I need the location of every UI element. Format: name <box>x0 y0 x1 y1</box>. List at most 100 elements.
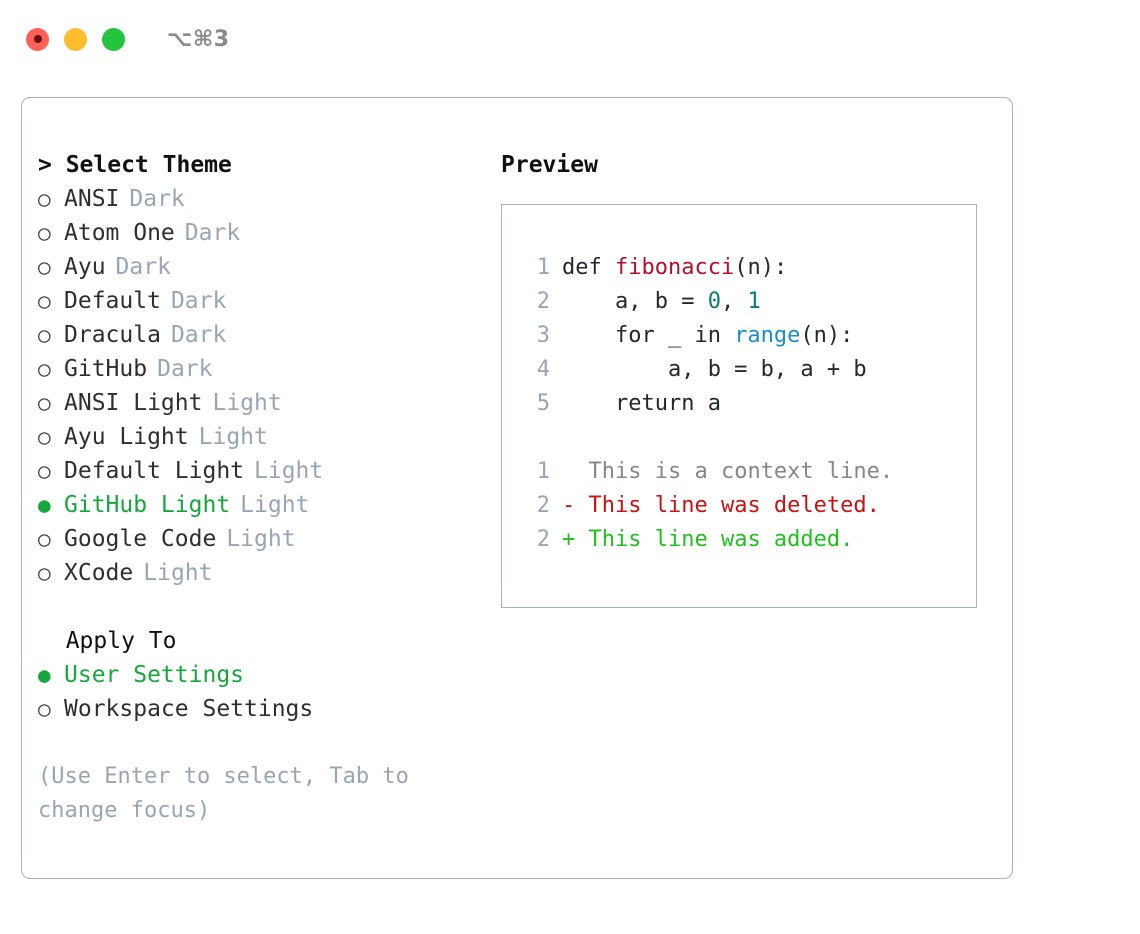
apply-option-label: Workspace Settings <box>64 696 314 722</box>
close-icon <box>33 35 42 43</box>
minimize-window-button[interactable] <box>64 27 87 51</box>
code-line: 2 a, b = 0, 1 <box>520 285 966 319</box>
theme-option-google-code[interactable]: ○ Google Code Light <box>38 522 488 556</box>
theme-option-dracula-dark[interactable]: ○ Dracula Dark <box>38 318 488 352</box>
theme-option-label: GitHub <box>64 356 148 382</box>
theme-option-variant: Dark <box>184 220 241 246</box>
diff-line-context: 1 This is a context line. <box>520 455 966 489</box>
theme-option-variant: Light <box>198 424 268 450</box>
main-panel: > Select Theme ○ ANSI Dark ○ Atom One Da… <box>21 97 1013 879</box>
radio-icon: ○ <box>38 425 51 449</box>
radio-icon: ○ <box>38 391 51 415</box>
radio-icon: ○ <box>38 221 51 245</box>
line-number: 5 <box>536 391 550 416</box>
code-sample: 1 def fibonacci(n): 2 a, b = 0, 1 3 for … <box>520 251 966 421</box>
theme-option-label: Default Light <box>64 458 245 484</box>
theme-option-label: ANSI Light <box>64 390 203 416</box>
theme-option-label: ANSI <box>64 186 120 212</box>
preview-code-box: 1 def fibonacci(n): 2 a, b = 0, 1 3 for … <box>501 204 977 608</box>
diff-line-deleted: 2 - This line was deleted. <box>520 489 966 523</box>
theme-selector-column: > Select Theme ○ ANSI Dark ○ Atom One Da… <box>38 148 488 828</box>
apply-option-label: User Settings <box>64 662 245 688</box>
theme-option-label: GitHub Light <box>64 492 231 518</box>
theme-option-atom-one-dark[interactable]: ○ Atom One Dark <box>38 216 488 250</box>
theme-option-label: XCode <box>64 560 134 586</box>
line-number: 1 <box>536 459 550 484</box>
line-number: 3 <box>536 323 550 348</box>
select-theme-heading: > Select Theme <box>38 152 232 178</box>
radio-icon: ○ <box>38 357 51 381</box>
theme-option-label: Dracula <box>64 322 161 348</box>
code-line: 4 a, b = b, a + b <box>520 353 966 387</box>
theme-option-variant: Light <box>143 560 213 586</box>
line-number: 4 <box>536 357 550 382</box>
radio-icon: ○ <box>38 561 51 585</box>
code-line-text: for _ in range(n): <box>562 323 854 348</box>
radio-icon: ○ <box>38 289 51 313</box>
diff-text: This line was added. <box>588 527 854 552</box>
diff-sample: 1 This is a context line. 2 - This line … <box>520 455 966 557</box>
keyboard-hint-text: (Use Enter to select, Tab to change focu… <box>38 764 409 823</box>
preview-content: 1 def fibonacci(n): 2 a, b = 0, 1 3 for … <box>520 251 966 557</box>
line-number: 2 <box>536 527 550 552</box>
theme-option-ansi-dark[interactable]: ○ ANSI Dark <box>38 182 488 216</box>
close-window-button[interactable] <box>26 27 49 51</box>
diff-text: This is a context line. <box>588 459 894 484</box>
apply-to-heading: Apply To <box>38 628 177 654</box>
theme-option-variant: Light <box>226 526 296 552</box>
window-controls <box>26 27 125 51</box>
line-number: 2 <box>536 289 550 314</box>
radio-icon: ○ <box>38 255 51 279</box>
line-number: 2 <box>536 493 550 518</box>
theme-option-variant: Light <box>240 492 310 518</box>
theme-option-variant: Dark <box>157 356 213 382</box>
list-spacer <box>38 590 488 624</box>
theme-option-label: Google Code <box>64 526 217 552</box>
code-line-text: a, b = 0, 1 <box>562 289 761 314</box>
radio-icon: ○ <box>38 187 51 211</box>
theme-option-variant: Dark <box>170 288 227 314</box>
radio-icon: ○ <box>38 527 51 551</box>
theme-list: ○ ANSI Dark ○ Atom One Dark ○ Ayu Dark <box>38 182 488 590</box>
theme-option-variant: Light <box>254 458 324 484</box>
preview-column: Preview 1 def fibonacci(n): 2 a, b = 0, … <box>501 148 1001 608</box>
theme-option-label: Ayu Light <box>64 424 189 450</box>
diff-text: This line was deleted. <box>588 493 880 518</box>
maximize-window-button[interactable] <box>102 27 125 51</box>
radio-selected-icon: ● <box>38 663 51 687</box>
theme-option-default-light[interactable]: ○ Default Light Light <box>38 454 488 488</box>
code-line-text: return a <box>562 391 721 416</box>
diff-marker: + <box>562 527 589 552</box>
radio-icon: ○ <box>38 323 51 347</box>
code-line: 3 for _ in range(n): <box>520 319 966 353</box>
theme-option-ayu-dark[interactable]: ○ Ayu Dark <box>38 250 488 284</box>
radio-selected-icon: ● <box>38 493 51 517</box>
diff-line-added: 2 + This line was added. <box>520 523 966 557</box>
theme-option-github-dark[interactable]: ○ GitHub Dark <box>38 352 488 386</box>
radio-icon: ○ <box>38 697 51 721</box>
apply-option-user-settings[interactable]: ● User Settings <box>38 658 488 692</box>
theme-option-github-light[interactable]: ● GitHub Light Light <box>38 488 488 522</box>
theme-option-label: Default <box>64 288 161 314</box>
code-line: 1 def fibonacci(n): <box>520 251 966 285</box>
code-line-text: a, b = b, a + b <box>562 357 867 382</box>
theme-option-variant: Light <box>212 390 282 416</box>
theme-option-label: Ayu <box>64 254 106 280</box>
theme-option-label: Atom One <box>64 220 175 246</box>
theme-option-ayu-light[interactable]: ○ Ayu Light Light <box>38 420 488 454</box>
theme-option-ansi-light[interactable]: ○ ANSI Light Light <box>38 386 488 420</box>
title-bar: ⌥⌘3 <box>0 0 1140 78</box>
keyboard-shortcut-label: ⌥⌘3 <box>167 26 230 52</box>
code-line-text: def fibonacci(n): <box>562 255 788 280</box>
theme-option-variant: Dark <box>115 254 171 280</box>
theme-option-variant: Dark <box>129 186 185 212</box>
diff-marker: - <box>562 493 589 518</box>
theme-option-default-dark[interactable]: ○ Default Dark <box>38 284 488 318</box>
apply-option-workspace-settings[interactable]: ○ Workspace Settings <box>38 692 488 726</box>
radio-icon: ○ <box>38 459 51 483</box>
apply-to-list: ● User Settings ○ Workspace Settings <box>38 658 488 726</box>
theme-option-variant: Dark <box>170 322 227 348</box>
diff-marker <box>562 455 589 489</box>
theme-option-xcode[interactable]: ○ XCode Light <box>38 556 488 590</box>
